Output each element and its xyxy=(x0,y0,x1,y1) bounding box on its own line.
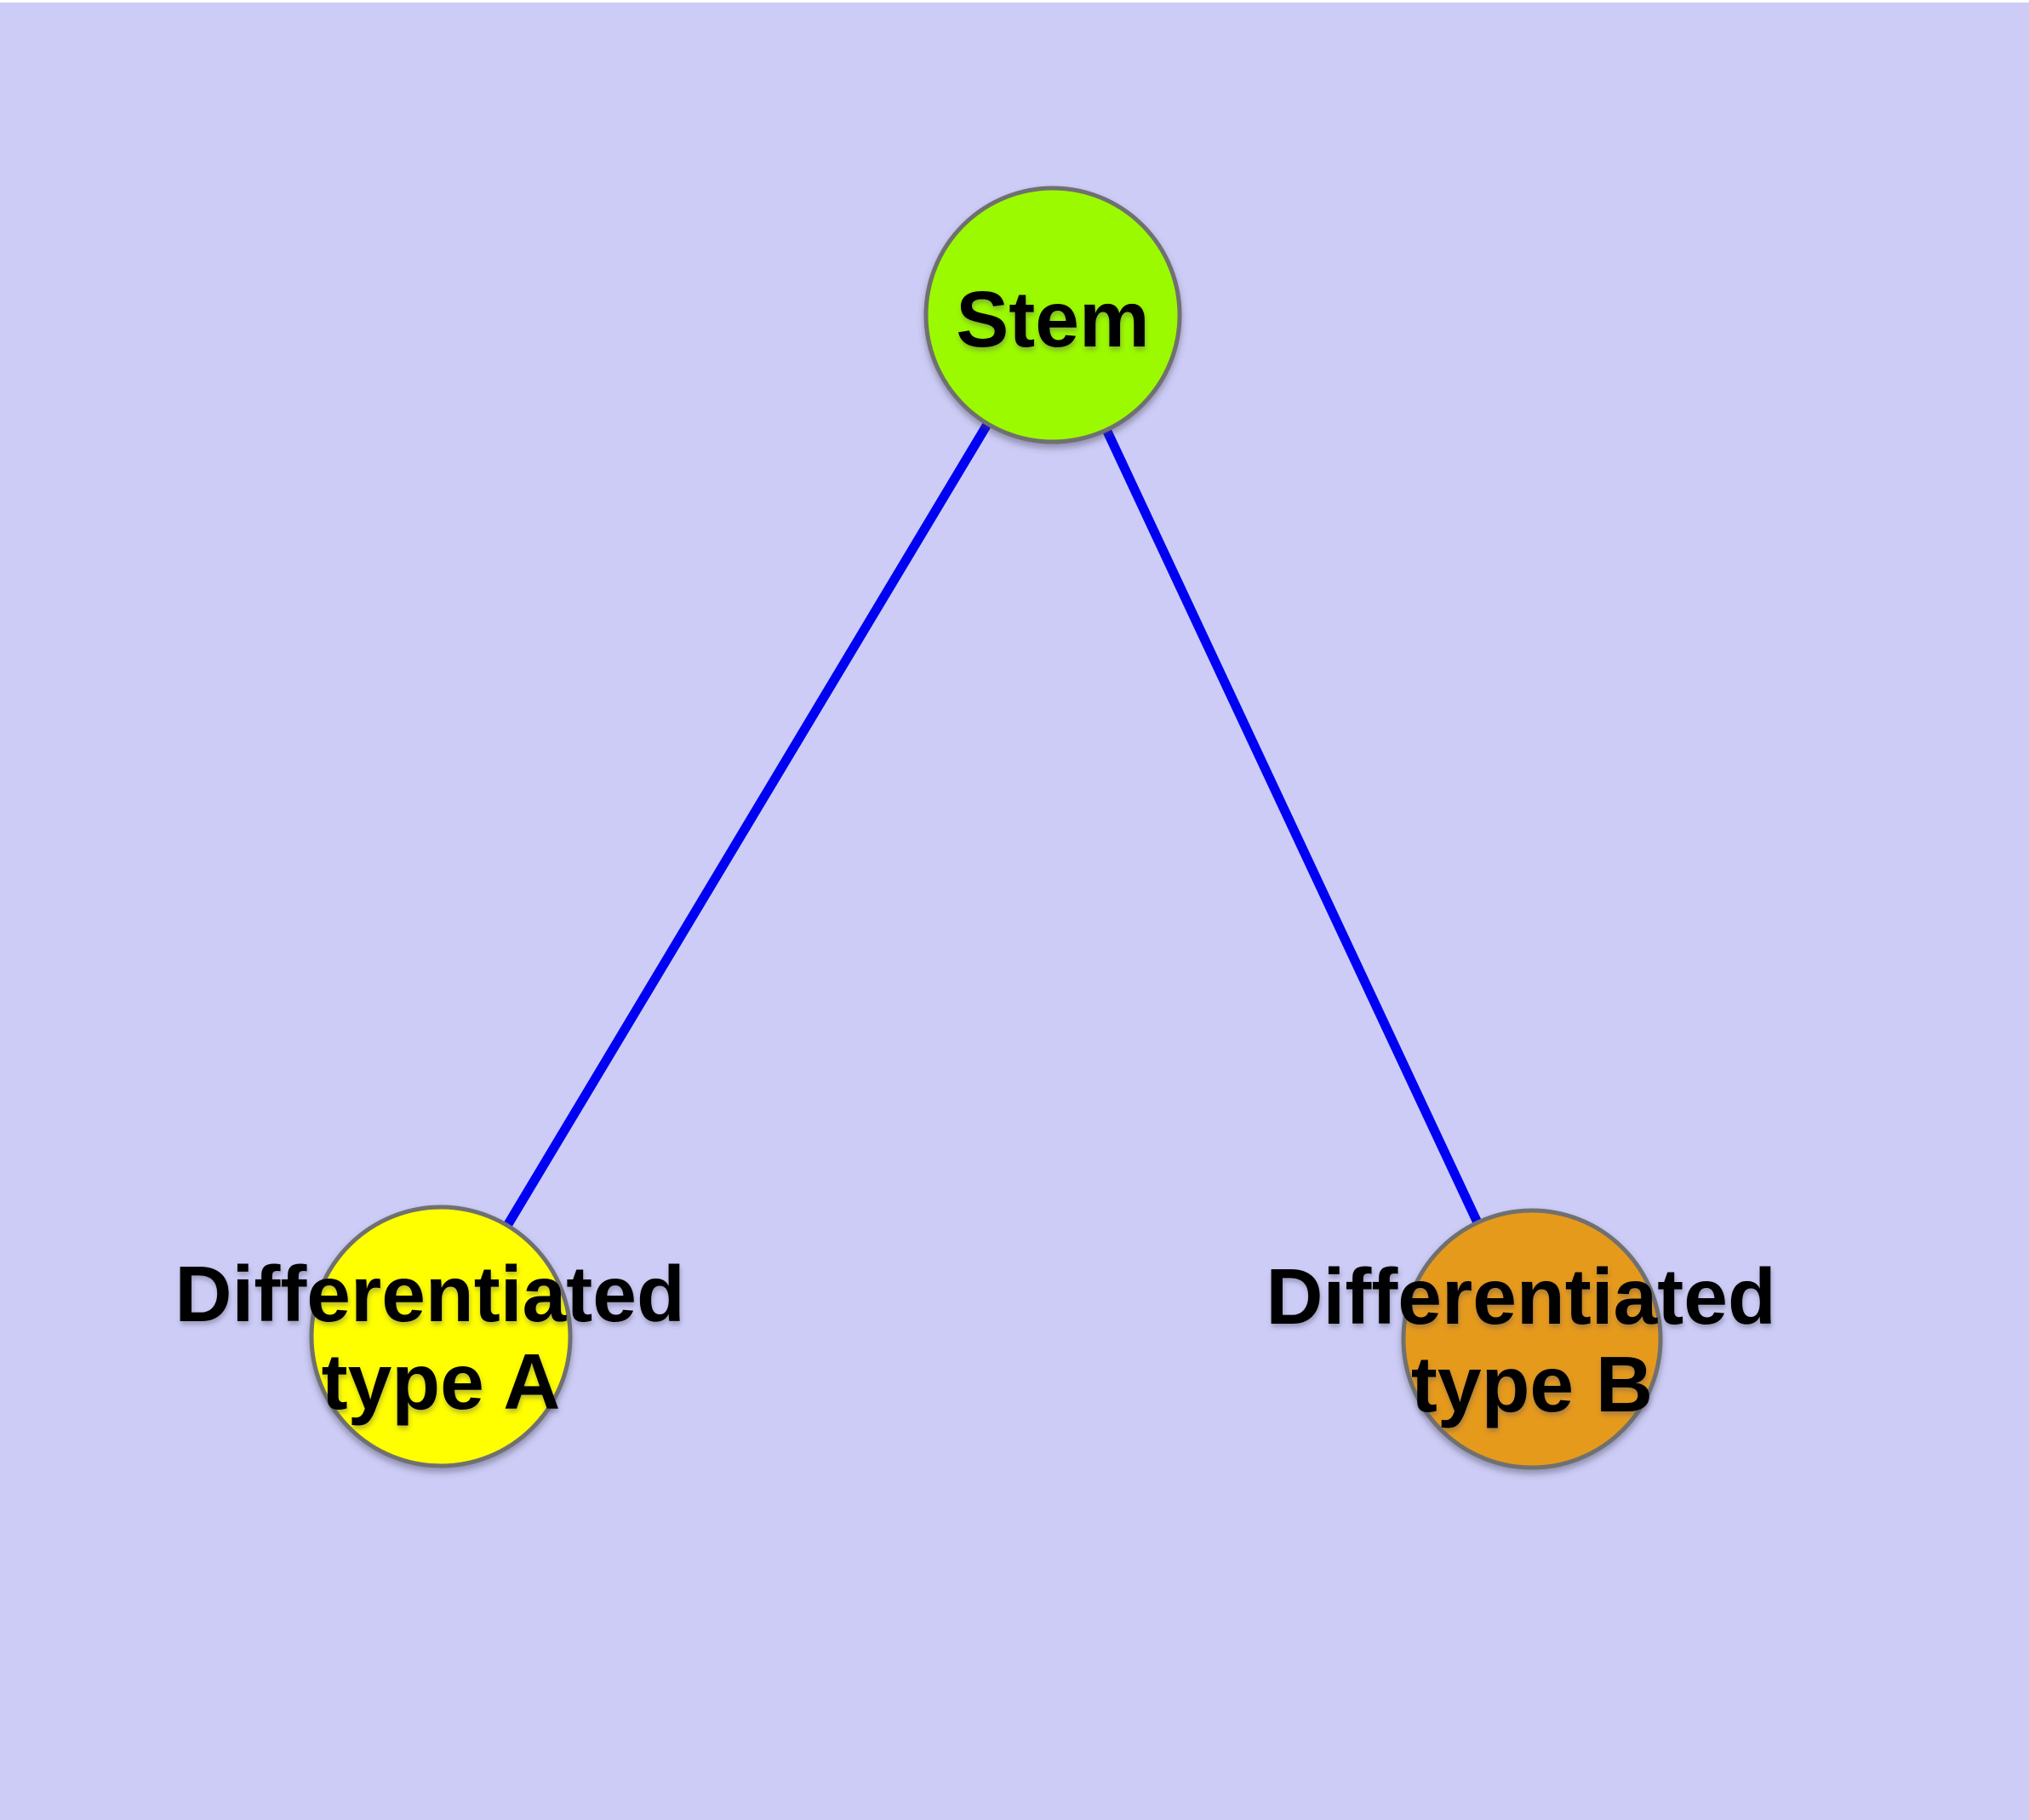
node-type-b-label-line2: type B xyxy=(1411,1340,1653,1428)
node-type-b-label-line1: Differentiated xyxy=(1266,1252,1775,1341)
node-type-b-circle xyxy=(1401,1208,1663,1470)
node-group: Stem Differentiated type A Differentiate… xyxy=(174,186,1798,1470)
node-type-a-label: Differentiated type A xyxy=(174,1250,706,1426)
node-stem-label: Stem xyxy=(956,275,1149,363)
node-type-a-label-line2: type A xyxy=(322,1337,561,1426)
top-margin-strip xyxy=(0,0,2029,3)
node-type-a: Differentiated type A xyxy=(174,1205,706,1468)
node-type-a-circle xyxy=(309,1205,573,1468)
edge-group xyxy=(437,312,1536,1342)
node-type-b-label: Differentiated type B xyxy=(1266,1252,1798,1428)
node-type-a-label-line1: Differentiated xyxy=(174,1250,684,1338)
edge-stem-to-type-a xyxy=(437,312,1057,1339)
edge-stem-to-type-b xyxy=(1049,312,1536,1342)
node-type-b: Differentiated type B xyxy=(1266,1208,1798,1470)
node-stem-circle xyxy=(923,186,1182,444)
node-stem: Stem xyxy=(923,186,1182,444)
